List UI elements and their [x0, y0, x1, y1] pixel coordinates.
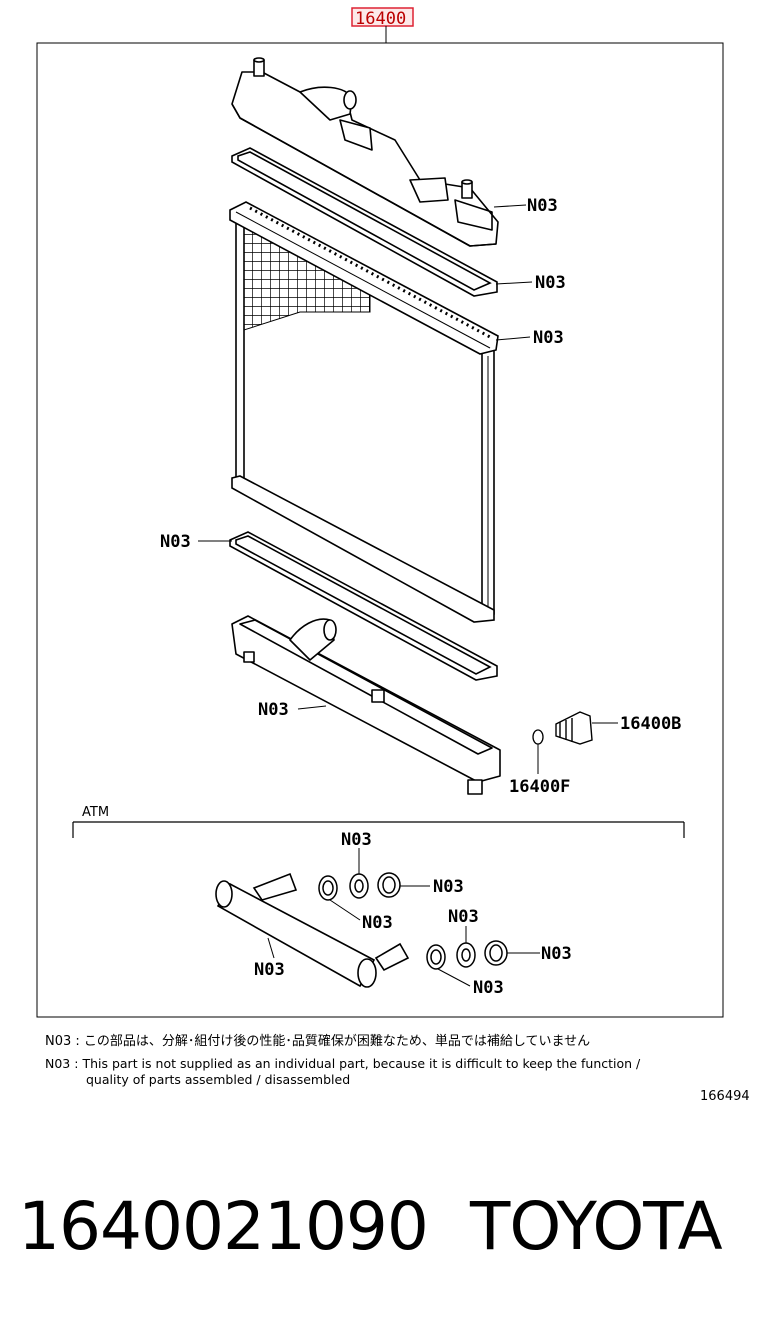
upper-tank — [231, 57, 499, 247]
lower-gasket — [229, 531, 498, 681]
washers-group-1 — [318, 872, 401, 901]
diagram-id: 166494 — [700, 1089, 750, 1104]
note-en: N03 : This part is not supplied as an in… — [45, 1056, 640, 1072]
callout-atm-top: N03 — [341, 830, 372, 850]
atm-bracket — [72, 821, 685, 838]
callout-atm-cooler: N03 — [254, 960, 285, 980]
drain-plug — [555, 711, 593, 745]
note-text: この部品は、分解･組付け後の性能･品質確保が困難なため、単品では補給していません — [83, 1034, 591, 1049]
lower-tank — [231, 615, 501, 795]
callout-atm-top2: N03 — [448, 907, 479, 927]
callout-atm-bottom2: N03 — [473, 978, 504, 998]
leader-lines — [198, 204, 618, 987]
callout-upper-tank: N03 — [527, 196, 558, 216]
washers-group-2 — [426, 940, 508, 970]
note-code: N03 : — [45, 1034, 80, 1049]
drain-oring — [532, 729, 544, 745]
callout-upper-gasket: N03 — [535, 273, 566, 293]
note-text: quality of parts assembled / disassemble… — [86, 1072, 351, 1087]
callout-atm-right2: N03 — [541, 944, 572, 964]
upper-gasket — [231, 147, 498, 297]
oil-cooler — [215, 872, 410, 988]
diagram-frame — [36, 42, 724, 1018]
note-text: This part is not supplied as an individu… — [82, 1056, 641, 1071]
callout-drain-plug: 16400B — [620, 714, 681, 734]
callout-drain-oring: 16400F — [509, 777, 570, 797]
footer-part-number: 1640021090 — [18, 1188, 429, 1265]
callout-atm-right1: N03 — [433, 877, 464, 897]
main-part-box — [351, 7, 414, 27]
callout-lower-tank: N03 — [258, 700, 289, 720]
callout-core-upper: N03 — [533, 328, 564, 348]
note-jp: N03 : この部品は、分解･組付け後の性能･品質確保が困難なため、単品では補給… — [45, 1034, 590, 1050]
callout-atm-mid1: N03 — [362, 913, 393, 933]
note-code: N03 : — [45, 1056, 79, 1071]
note-en-cont: quality of parts assembled / disassemble… — [86, 1072, 350, 1088]
atm-label: ATM — [82, 805, 109, 820]
main-part-number: 16400 — [355, 9, 406, 29]
radiator-core — [229, 201, 499, 623]
footer-brand: TOYOTA — [470, 1188, 723, 1265]
callout-lower-gasket: N03 — [160, 532, 191, 552]
